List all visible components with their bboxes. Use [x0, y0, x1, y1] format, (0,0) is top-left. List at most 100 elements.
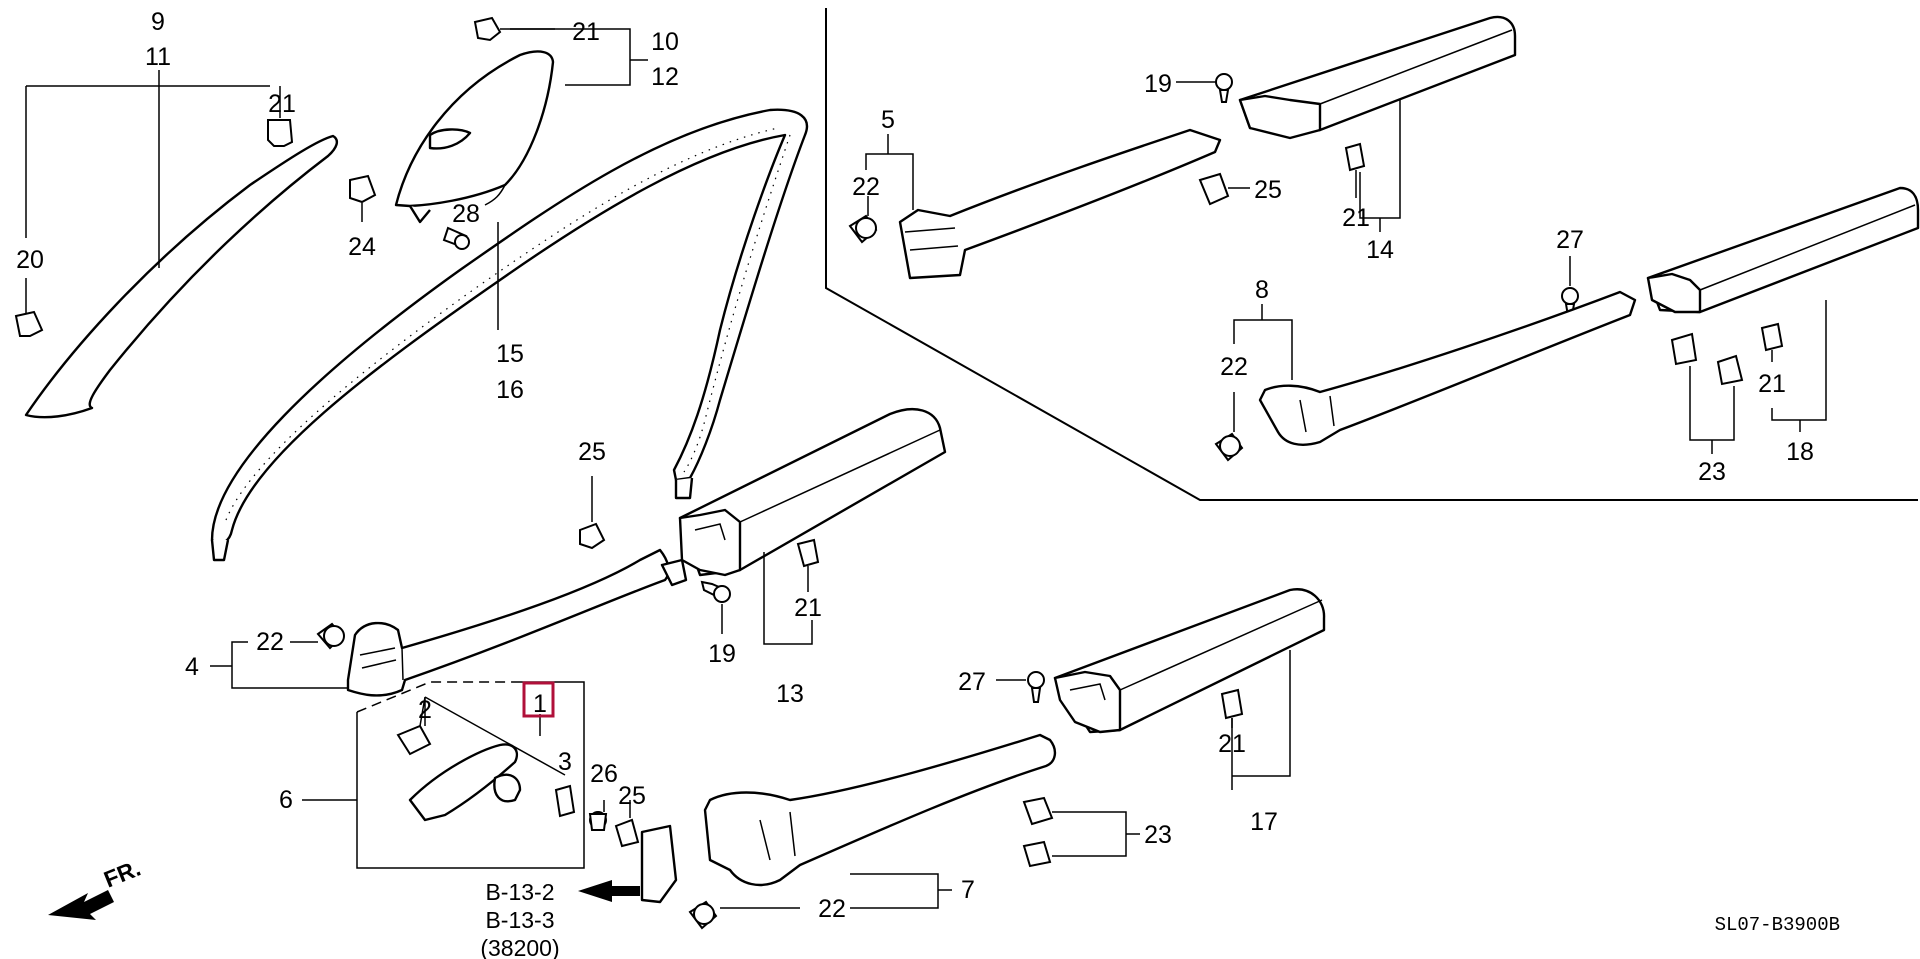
leader-23a	[1052, 811, 1140, 857]
clip-21a	[267, 119, 294, 147]
callout-10: 10	[651, 28, 679, 56]
callout-21a: 21	[268, 90, 296, 118]
leader-18-21f	[1771, 300, 1827, 432]
group-box	[356, 681, 585, 869]
callout-25b: 25	[618, 782, 646, 810]
clip-22a	[316, 622, 345, 650]
callout-6: 6	[279, 786, 293, 814]
clip-21c	[796, 538, 820, 568]
clips-23b	[1670, 332, 1744, 386]
callout-8: 8	[1255, 276, 1269, 304]
callout-20: 20	[16, 246, 44, 274]
callout-1: 1	[533, 690, 547, 718]
clip-22c	[848, 214, 878, 244]
screw-19b	[1215, 73, 1233, 103]
leader-13	[763, 552, 813, 645]
scuff-plate-5	[898, 128, 1222, 280]
callout-12: 12	[651, 63, 679, 91]
callout-13: 13	[776, 680, 804, 708]
clip-26	[588, 811, 608, 831]
callout-3: 3	[558, 748, 572, 776]
callout-21e: 21	[1342, 204, 1370, 232]
leader-4	[210, 641, 348, 689]
callout-9: 9	[151, 8, 165, 36]
callout-2: 2	[418, 696, 432, 724]
callout-22c: 22	[852, 173, 880, 201]
leader-14	[1359, 100, 1401, 232]
leader-20	[25, 85, 270, 314]
callout-7: 7	[961, 876, 975, 904]
callout-23b: 23	[1698, 458, 1726, 486]
clip-3	[554, 784, 576, 818]
clip-22d	[1214, 432, 1244, 462]
callout-24: 24	[348, 233, 376, 261]
callout-21c: 21	[794, 594, 822, 622]
callout-19a: 19	[708, 640, 736, 668]
callout-23a: 23	[1144, 821, 1172, 849]
callout-4: 4	[185, 653, 199, 681]
screw-19a	[700, 580, 731, 603]
clip-25a	[579, 522, 606, 550]
callout-21f: 21	[1758, 370, 1786, 398]
clip-25c	[1198, 172, 1230, 206]
cross-ref-b13-3[interactable]: B-13-3	[485, 907, 554, 933]
callout-15: 15	[496, 340, 524, 368]
bolt-2	[396, 724, 432, 756]
leader-17	[1231, 650, 1291, 790]
leader-8-22d	[1233, 304, 1293, 432]
clip-25b	[614, 818, 640, 848]
callout-27a: 27	[958, 668, 986, 696]
reference-code: SL07-B3900B	[1715, 914, 1840, 936]
front-indicator-label: FR.	[100, 855, 144, 893]
front-arrow	[48, 890, 114, 920]
upper-pillar-garnish	[394, 50, 555, 224]
arrow-left	[578, 880, 640, 902]
clip-20	[14, 310, 44, 337]
callout-14: 14	[1366, 236, 1394, 264]
clip-21e	[1344, 142, 1366, 172]
leader-5-22c	[865, 134, 914, 216]
sill-garnish-17	[1053, 588, 1326, 734]
callout-22d: 22	[1220, 353, 1248, 381]
clip-22b	[688, 900, 718, 930]
callout-22a: 22	[256, 628, 284, 656]
callout-11: 11	[145, 43, 171, 71]
cross-ref-b13-2[interactable]: B-13-2	[485, 879, 554, 905]
screw-27a	[1027, 671, 1045, 703]
callout-21d: 21	[1218, 730, 1246, 758]
callout-18: 18	[1786, 438, 1814, 466]
callout-25c: 25	[1254, 176, 1282, 204]
highlight-part-1	[522, 681, 555, 718]
callout-21b: 21	[572, 18, 600, 46]
callout-16: 16	[496, 376, 524, 404]
leader-10-12	[510, 28, 648, 86]
door-weatherstrip	[210, 108, 809, 562]
leader-7-22b	[720, 873, 952, 909]
clips-23a	[1022, 796, 1054, 868]
clip-24	[349, 174, 377, 204]
callout-26: 26	[590, 760, 618, 788]
sill-garnish-14	[1238, 15, 1517, 140]
cross-ref-38200[interactable]: (38200)	[480, 935, 559, 959]
callout-25a: 25	[578, 438, 606, 466]
clip-21d	[1220, 688, 1244, 720]
screw-28	[442, 226, 470, 250]
scuff-plate-4	[346, 548, 688, 697]
sill-garnish-18	[1646, 186, 1920, 314]
clip-21f	[1760, 322, 1784, 352]
pillar-garnish-strip	[24, 134, 339, 419]
clip-21b	[473, 16, 502, 42]
callout-28: 28	[452, 200, 480, 228]
callout-19b: 19	[1144, 70, 1172, 98]
scuff-plate-8	[1258, 290, 1637, 446]
hinge-cover-1	[408, 743, 522, 822]
sill-garnish-13	[678, 407, 947, 577]
lower-bracket	[640, 824, 678, 904]
inset-frame	[825, 8, 1918, 501]
callout-22b: 22	[818, 895, 846, 923]
leader-2-3	[419, 696, 566, 776]
callout-5: 5	[881, 106, 895, 134]
leader-26-25b	[603, 800, 631, 818]
leader-23b	[1689, 366, 1735, 454]
